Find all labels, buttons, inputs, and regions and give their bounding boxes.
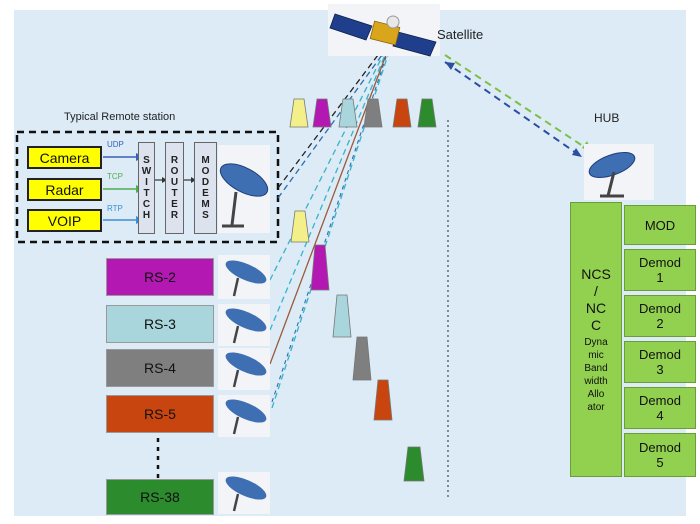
station-rs-4: RS-4 bbox=[106, 349, 214, 387]
slot-stair-orange bbox=[373, 379, 393, 421]
demod-4-cell: Demod 4 bbox=[624, 387, 696, 429]
radar-box: Radar bbox=[27, 178, 102, 201]
rs3-dish-icon bbox=[218, 304, 270, 346]
station-rs-2: RS-2 bbox=[106, 258, 214, 296]
slot-stair-gray bbox=[352, 336, 372, 381]
station-rs-38: RS-38 bbox=[106, 479, 214, 515]
slot-stair-yellow bbox=[290, 210, 310, 243]
voip-protocol: RTP bbox=[107, 204, 123, 213]
satellite-icon bbox=[328, 4, 440, 57]
ncs-label: NCS / NC C bbox=[581, 265, 611, 333]
slot-stair-magenta bbox=[310, 244, 330, 291]
slot-top-green bbox=[417, 98, 437, 128]
beam-hub-green bbox=[444, 54, 593, 153]
beam-rs2 bbox=[269, 54, 384, 281]
rs5-dish-icon bbox=[218, 395, 270, 437]
slot-stair-green bbox=[403, 446, 425, 482]
radar-protocol: TCP bbox=[107, 172, 123, 181]
station-rs-3: RS-3 bbox=[106, 305, 214, 343]
mod-cell: MOD bbox=[624, 205, 696, 245]
camera-protocol: UDP bbox=[107, 140, 124, 149]
slot-top-orange bbox=[392, 98, 412, 128]
rs38-dish-icon bbox=[218, 472, 270, 514]
satellite-label: Satellite bbox=[437, 27, 484, 42]
beam-hub-blue bbox=[444, 61, 583, 158]
slot-top-gray bbox=[363, 98, 383, 128]
rs2-dish-icon bbox=[218, 255, 270, 299]
dba-label: Dyna mic Band width Allo ator bbox=[584, 336, 608, 413]
remote-dish-icon bbox=[218, 145, 270, 233]
hub-dish-icon bbox=[584, 144, 654, 200]
ncs-panel: NCS / NC C Dyna mic Band width Allo ator bbox=[570, 202, 622, 477]
rs4-dish-icon bbox=[218, 348, 270, 390]
slot-stair-cyan bbox=[332, 294, 352, 338]
slot-top-yellow bbox=[289, 98, 309, 128]
slot-top-magenta bbox=[312, 98, 332, 128]
demod-3-cell: Demod 3 bbox=[624, 341, 696, 383]
demod-2-cell: Demod 2 bbox=[624, 295, 696, 337]
remote-station-title: Typical Remote station bbox=[64, 111, 176, 123]
demod-5-cell: Demod 5 bbox=[624, 433, 696, 477]
station-rs-5: RS-5 bbox=[106, 395, 214, 433]
beam-rs5 bbox=[271, 54, 389, 409]
camera-box: Camera bbox=[27, 146, 102, 169]
hub-label: HUB bbox=[594, 111, 620, 125]
slot-top-cyan bbox=[338, 98, 358, 128]
voip-box: VOIP bbox=[27, 209, 102, 232]
demod-1-cell: Demod 1 bbox=[624, 249, 696, 291]
